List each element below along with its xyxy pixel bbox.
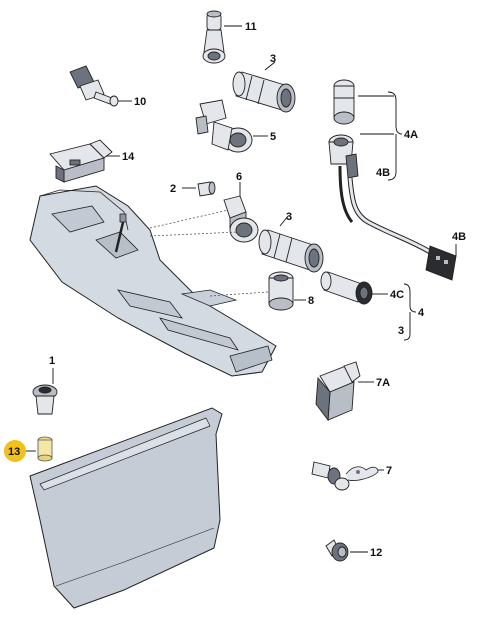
- callout-11: 11: [245, 21, 257, 33]
- side-trim-panel: [29, 407, 223, 609]
- part-13-spacer: [37, 436, 53, 462]
- callout-8: 8: [308, 295, 314, 307]
- part-3-socket-mid: [229, 217, 324, 273]
- callout-2: 2: [170, 183, 176, 195]
- callout-3-mid: 3: [286, 211, 292, 223]
- part-5-housing: [195, 99, 253, 153]
- part-2-plug: [197, 181, 216, 197]
- part-10-holder: [69, 65, 119, 107]
- callout-3-top: 3: [270, 53, 276, 65]
- callout-12: 12: [370, 547, 382, 559]
- callout-10: 10: [134, 96, 146, 108]
- part-3-socket-top: [232, 71, 296, 113]
- part-4c-lighter: [320, 271, 373, 305]
- callout-3-bottom: 3: [398, 325, 404, 337]
- part-14-bracket: [49, 139, 113, 183]
- part-4a-socket-assembly: [328, 79, 457, 281]
- callout-6: 6: [236, 171, 242, 183]
- callout-4c: 4C: [390, 289, 404, 301]
- callout-4a: 4A: [404, 129, 418, 141]
- callout-1: 1: [49, 355, 55, 367]
- callout-4b-right: 4B: [452, 231, 466, 243]
- callout-13: 13: [8, 446, 20, 458]
- callout-7a: 7A: [376, 377, 390, 389]
- callout-14: 14: [122, 151, 135, 163]
- callout-4: 4: [418, 307, 425, 319]
- part-11-cap: [202, 10, 226, 64]
- callout-4b-upper: 4B: [376, 167, 390, 179]
- callout-13-badge: [4, 440, 26, 462]
- callout-5: 5: [270, 131, 276, 143]
- center-console: [29, 185, 277, 377]
- callout-7: 7: [386, 465, 392, 477]
- part-8-insert: [268, 271, 294, 311]
- part-7-socket: [311, 461, 379, 491]
- part-7a-bracket: [315, 361, 361, 422]
- part-12-screw: [325, 539, 349, 562]
- part-1-clip: [32, 384, 58, 415]
